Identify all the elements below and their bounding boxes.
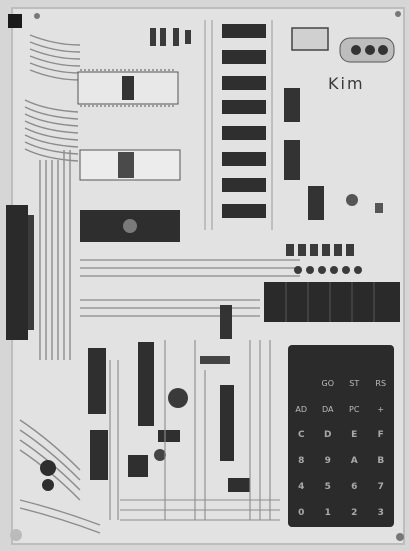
board-logo: Kim	[328, 74, 365, 93]
keypad-row: 0 1 2 3	[288, 500, 394, 526]
key-9: 9	[324, 456, 331, 466]
keypad-row: GO ST RS	[288, 370, 394, 396]
keypad-row: C D E F	[288, 422, 394, 448]
key-4: 4	[298, 482, 305, 492]
key-a: A	[350, 456, 358, 466]
key-go: GO	[321, 378, 335, 388]
key-plus: +	[377, 404, 385, 414]
key-ad: AD	[295, 404, 308, 414]
keypad-row: 4 5 6 7	[288, 474, 394, 500]
key-0: 0	[298, 508, 305, 518]
key-3: 3	[377, 508, 384, 518]
key-rs: RS	[375, 378, 387, 388]
key-1: 1	[324, 508, 331, 518]
hex-keypad: GO ST RS AD DA PC + C D E F 8 9 A B 4 5 …	[288, 345, 394, 527]
key-8: 8	[298, 456, 305, 466]
key-d: D	[324, 430, 332, 440]
key-e: E	[351, 430, 358, 440]
brand-text: Kim	[328, 74, 365, 93]
key-st: ST	[349, 378, 360, 388]
left-traces	[19, 34, 101, 534]
key-6: 6	[351, 482, 358, 492]
keypad-row: AD DA PC +	[288, 396, 394, 422]
key-c: C	[297, 430, 305, 440]
key-7: 7	[377, 482, 384, 492]
key-da: DA	[322, 404, 334, 414]
key-b: B	[377, 456, 385, 466]
key-f: F	[377, 430, 384, 440]
key-5: 5	[324, 482, 331, 492]
memory-chips	[222, 24, 266, 218]
keypad-row: 8 9 A B	[288, 448, 394, 474]
key-pc: PC	[349, 404, 360, 414]
key-2: 2	[351, 508, 358, 518]
